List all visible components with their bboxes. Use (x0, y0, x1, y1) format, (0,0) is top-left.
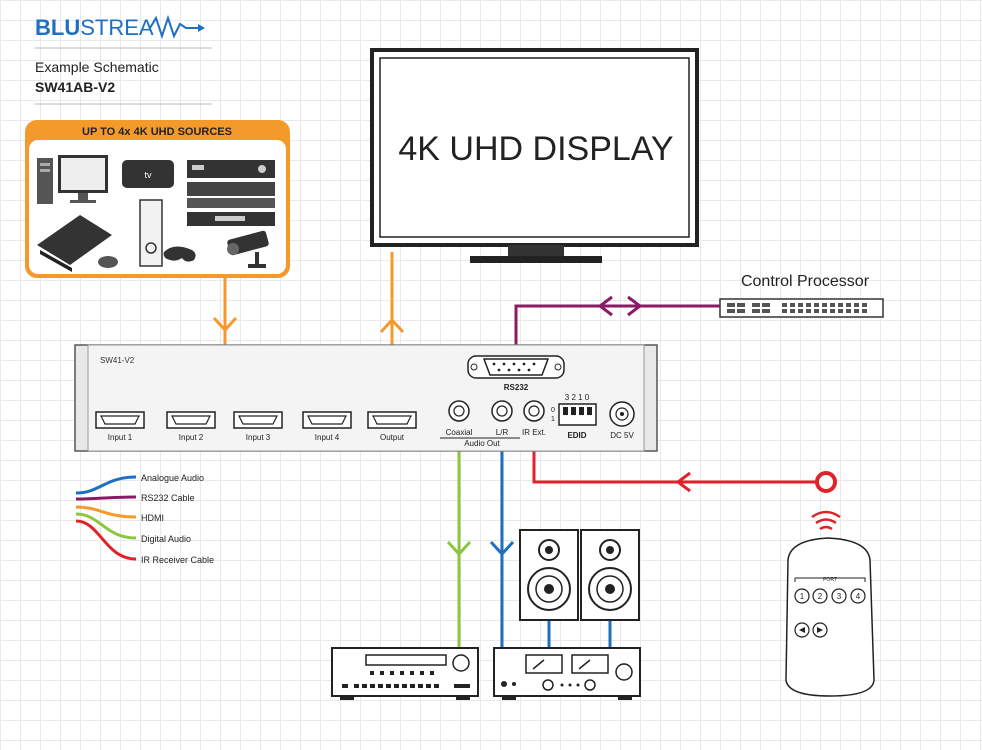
switcher-model-label: SW41-V2 (100, 356, 135, 365)
legend-label: Digital Audio (141, 534, 191, 544)
hdmi-port-input-2: Input 2 (166, 411, 216, 442)
legend-item-hdmi: HDMI (75, 505, 164, 523)
analogue-audio-cable (489, 448, 612, 648)
game-console-icon (37, 215, 118, 272)
hdmi-port-label: Input 4 (315, 433, 340, 442)
legend-item-digital-audio: Digital Audio (75, 512, 191, 544)
model-number: SW41AB-V2 (35, 79, 115, 95)
remote-control: PORT 1 2 3 4 (785, 537, 875, 697)
brand-prefix: BLU (35, 15, 80, 40)
edid-numbers: 3 2 1 0 (565, 393, 590, 402)
svg-text:tv: tv (144, 170, 152, 180)
remote-button-4[interactable]: 4 (850, 588, 866, 604)
hdmi-port-label: Output (380, 433, 405, 442)
legend-label: RS232 Cable (141, 493, 195, 503)
rs232-cable (514, 295, 720, 355)
remote-button-label: 1 (800, 592, 805, 601)
control-processor-label: Control Processor (741, 273, 870, 290)
legend: Analogue Audio RS232 Cable HDMI Digital … (75, 473, 214, 565)
ir-ext-label: IR Ext. (522, 428, 546, 437)
edid-switch-top-label: 0 (551, 407, 555, 414)
rs232-label: RS232 (504, 383, 529, 392)
remote-button-label: 3 (837, 592, 842, 601)
hdmi-port-input-3: Input 3 (233, 411, 283, 442)
brand-arrow-icon (198, 24, 205, 32)
digital-audio-cable (446, 448, 472, 648)
remote-button-1[interactable]: 1 (794, 588, 810, 604)
brand-suffix: STREA (80, 15, 154, 40)
audio-out-label: Audio Out (464, 439, 500, 448)
remote-port-label: PORT (823, 577, 837, 583)
header-logo: BLUSTREA (35, 14, 205, 40)
ir-signal-icon (811, 510, 841, 531)
xbox-icon (139, 199, 196, 267)
remote-prev-button[interactable] (794, 622, 810, 638)
edid-label: EDID (567, 431, 586, 440)
arrow-right-icon (817, 627, 823, 633)
rs232-port: RS232 (467, 355, 565, 392)
remote-button-3[interactable]: 3 (831, 588, 847, 604)
remote-button-label: 4 (856, 592, 861, 601)
hdmi-port-input-4: Input 4 (302, 411, 352, 442)
ir-receiver-cable (532, 440, 816, 493)
legend-label: IR Receiver Cable (141, 555, 214, 565)
svg-text:BLUSTREA: BLUSTREA (35, 15, 154, 40)
display-label: 4K UHD DISPLAY (398, 130, 673, 168)
remote-button-label: 2 (818, 592, 823, 601)
uhd-display: 4K UHD DISPLAY (370, 48, 699, 263)
hdmi-port-label: Input 2 (179, 433, 204, 442)
ir-ext-port: IR Ext. (522, 400, 546, 437)
switcher-device: SW41-V2 (74, 344, 658, 452)
pc-icon (37, 155, 108, 204)
lr-port: L/R (491, 400, 513, 437)
av-receiver-icon (331, 647, 479, 700)
hdmi-port-input-1: Input 1 (95, 411, 145, 442)
schematic-subtitle: Example Schematic (35, 59, 159, 75)
hdmi-port-output: Output (367, 411, 417, 442)
sources-title: UP TO 4x 4K UHD SOURCES (82, 126, 232, 138)
coaxial-port: Coaxial (446, 400, 473, 437)
legend-item-analogue-audio: Analogue Audio (75, 473, 204, 495)
legend-label: HDMI (141, 513, 164, 523)
dc-power-port: DC 5V (609, 401, 635, 440)
amplifier-icon (493, 647, 641, 700)
apple-tv-icon: tv (122, 160, 174, 188)
sources-box: UP TO 4x 4K UHD SOURCES tv (25, 120, 290, 278)
edid-dip-switch: 3 2 1 0 0 1 EDID (551, 393, 597, 440)
edid-switch-bottom-label: 1 (551, 416, 555, 423)
legend-item-rs232: RS232 Cable (75, 493, 195, 503)
ir-receiver-eye-icon (815, 471, 837, 493)
set-top-box-icon (187, 160, 275, 226)
remote-next-button[interactable] (812, 622, 828, 638)
cctv-camera-icon (227, 230, 269, 268)
legend-item-ir-receiver: IR Receiver Cable (75, 519, 214, 565)
remote-button-2[interactable]: 2 (812, 588, 828, 604)
hdmi-port-label: Input 3 (246, 433, 271, 442)
dc-label: DC 5V (610, 431, 634, 440)
brand-wave-icon (149, 14, 198, 40)
right-speaker-icon (580, 529, 640, 621)
arrow-left-icon (799, 627, 805, 633)
coaxial-label: Coaxial (446, 428, 473, 437)
left-speaker-icon (519, 529, 579, 621)
control-processor-device (719, 298, 884, 318)
hdmi-port-label: Input 1 (108, 433, 133, 442)
legend-label: Analogue Audio (141, 473, 204, 483)
lr-label: L/R (496, 428, 509, 437)
